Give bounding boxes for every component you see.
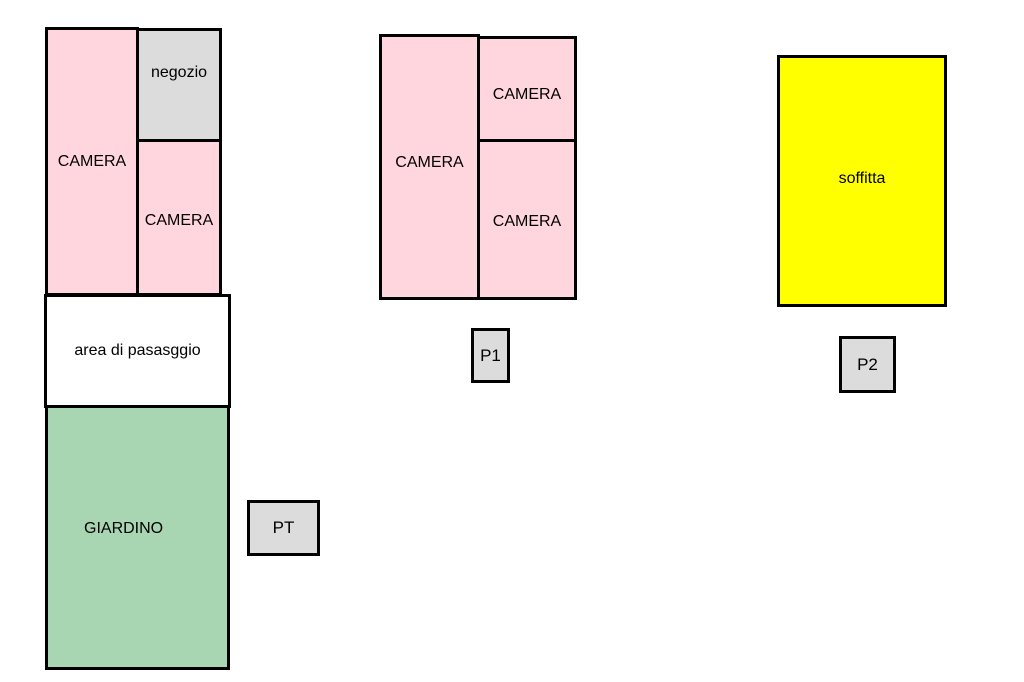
pt-floor-label-text: PT — [272, 518, 295, 537]
p1-floor-label-text: P1 — [480, 345, 501, 365]
p2-floor-label: P2 — [839, 336, 896, 393]
p2-attic: soffitta — [777, 55, 947, 307]
pt-camera-left: CAMERA — [45, 27, 139, 296]
pt-floor-label: PT — [247, 500, 320, 556]
p1-camera-bottom-right: CAMERA — [477, 139, 577, 300]
pt-negozio-label: negozio — [150, 64, 208, 81]
p1-camera-left: CAMERA — [379, 34, 480, 300]
p1-floor-label: P1 — [471, 328, 510, 383]
p2-attic-label: soffitta — [838, 170, 886, 187]
pt-camera-left-label: CAMERA — [57, 152, 127, 170]
pt-camera-right: CAMERA — [136, 139, 222, 296]
pt-garden: GIARDINO — [45, 405, 230, 670]
pt-passage-label: area di pasasggio — [74, 342, 201, 359]
p1-camera-top-right: CAMERA — [477, 36, 577, 142]
pt-negozio: negozio — [136, 28, 222, 142]
p1-camera-bottom-right-label: CAMERA — [492, 212, 562, 230]
p2-floor-label-text: P2 — [857, 354, 878, 374]
pt-passage-area: area di pasasggio — [44, 294, 231, 408]
p1-camera-top-right-label: CAMERA — [492, 86, 562, 103]
p1-camera-left-label: CAMERA — [395, 154, 464, 171]
pt-camera-right-label: CAMERA — [144, 211, 214, 229]
pt-garden-label: GIARDINO — [84, 520, 164, 537]
